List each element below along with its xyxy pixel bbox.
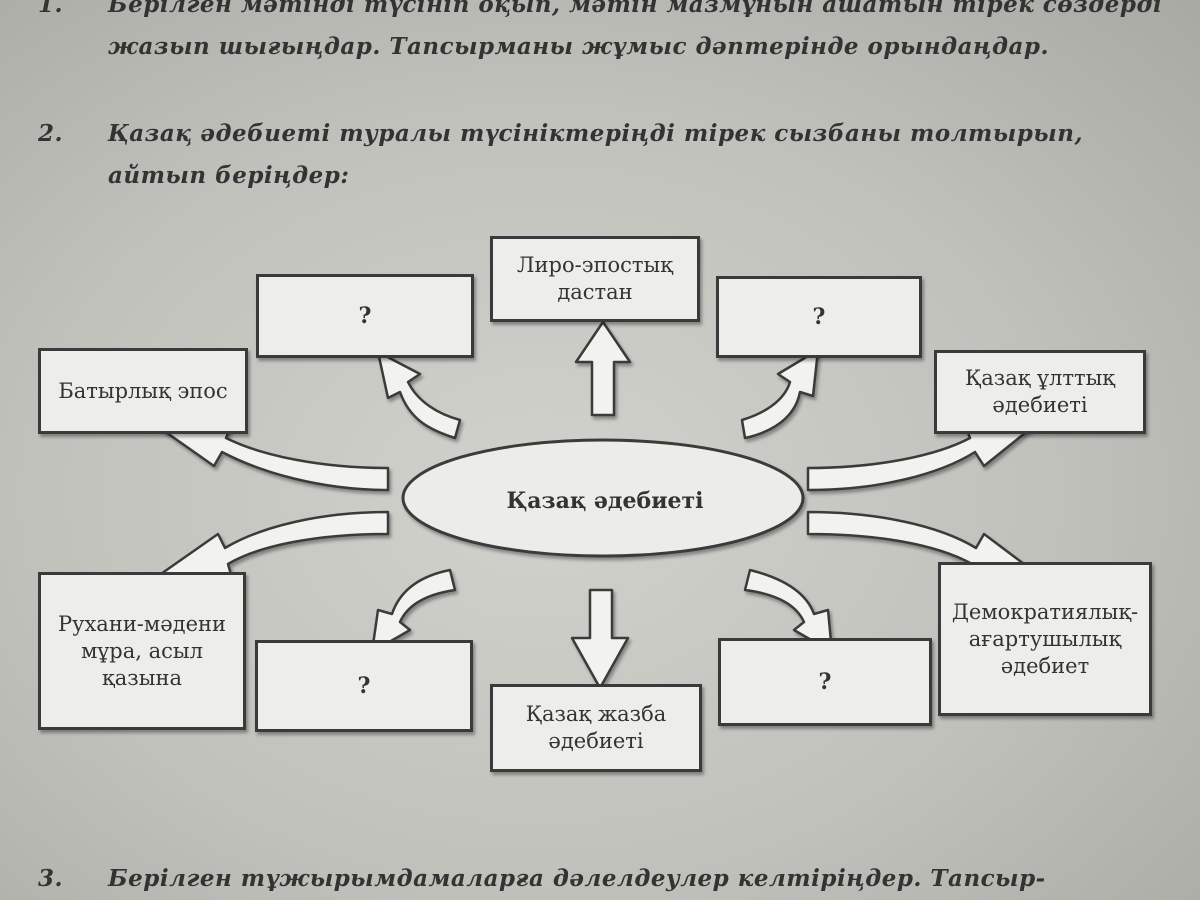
node-label: Лиро-эпостық дастан xyxy=(517,253,673,304)
node-lyro-epic: Лиро-эпостық дастан xyxy=(490,236,700,322)
task-number: 3. xyxy=(38,865,64,892)
arrow-curved-left-lower-icon xyxy=(156,510,390,580)
node-label: Батырлық эпос xyxy=(58,378,228,403)
node-label: ? xyxy=(357,672,371,699)
node-label: Қазақ ұлттық әдебиеті xyxy=(964,366,1116,417)
node-blank-bottom-right: ? xyxy=(718,638,932,726)
arrow-down-icon xyxy=(570,588,630,690)
node-label: ? xyxy=(358,302,372,329)
task-2: 2. Қазақ әдебиеті туралы түсініктеріңді … xyxy=(38,113,1188,203)
arrow-curved-top-left-icon xyxy=(376,350,462,440)
task-text: Қазақ әдебиеті туралы түсініктеріңді тір… xyxy=(108,120,1084,189)
node-national-literature: Қазақ ұлттық әдебиеті xyxy=(934,350,1146,434)
node-blank-bottom-left: ? xyxy=(255,640,473,732)
node-spiritual-heritage: Рухани-мәдени мұра, асыл қазына xyxy=(38,572,246,730)
node-blank-top-right: ? xyxy=(716,276,922,358)
task-text: Берілген тұжырымдамаларға дәлелдеулер ке… xyxy=(108,865,1046,892)
node-label: Қазақ жазба әдебиеті xyxy=(525,702,667,753)
node-democratic-literature: Демократиялық-ағартушылық әдебиет xyxy=(938,562,1152,716)
center-ellipse xyxy=(401,438,805,558)
node-written-literature: Қазақ жазба әдебиеті xyxy=(490,684,702,772)
node-label: Рухани-мәдени мұра, асыл қазына xyxy=(57,611,227,690)
node-blank-top-left: ? xyxy=(256,274,474,358)
node-label: ? xyxy=(812,303,826,330)
node-label: ? xyxy=(818,668,832,695)
task-1: 1. Берілген мәтінді түсініп оқып, мәтін … xyxy=(38,0,1188,104)
node-heroic-epic: Батырлық эпос xyxy=(38,348,248,434)
task-number: 1. xyxy=(38,0,64,18)
node-label: Демократиялық-ағартушылық әдебиет xyxy=(951,599,1139,678)
arrow-up-icon xyxy=(574,320,632,417)
arrow-curved-top-right-icon xyxy=(740,348,820,440)
task-text: Берілген мәтінді түсініп оқып, мәтін маз… xyxy=(108,0,1163,60)
task-3: 3. Берілген тұжырымдамаларға дәлелдеулер… xyxy=(38,858,1188,900)
task-number: 2. xyxy=(38,120,64,147)
center-label: Қазақ әдебиеті xyxy=(506,488,704,514)
